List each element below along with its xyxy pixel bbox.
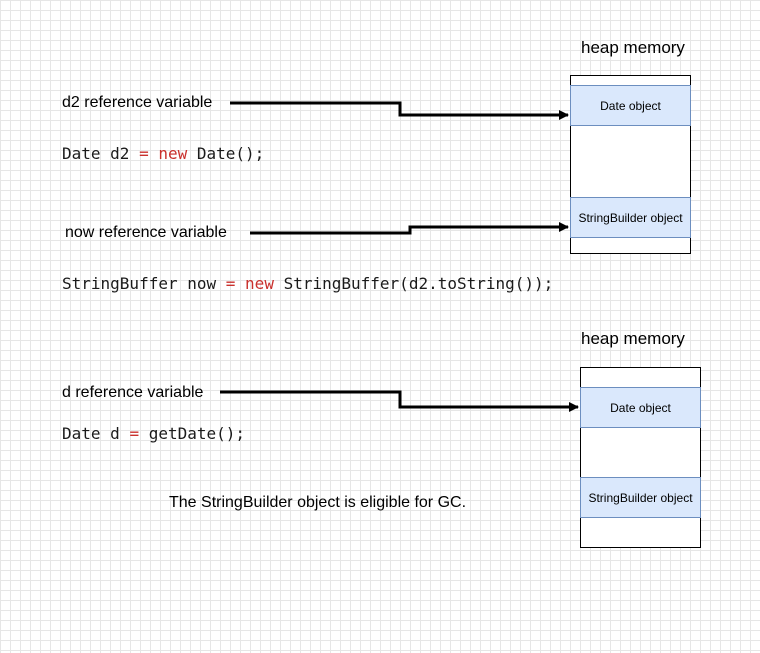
code-keyword: new bbox=[158, 144, 188, 163]
now-to-stringbuilder-arrow bbox=[250, 222, 569, 235]
code-text: Date d2 bbox=[62, 144, 140, 163]
heap-memory-box-2: Date object StringBuilder object bbox=[580, 367, 701, 548]
d-declaration-code: Date d = getDate(); bbox=[62, 424, 245, 444]
code-text: getDate(); bbox=[139, 424, 246, 443]
code-text: StringBuffer now bbox=[62, 274, 226, 293]
code-text: Date d bbox=[62, 424, 130, 443]
heap-cell-date-object-2: Date object bbox=[580, 387, 701, 428]
heap-cell-stringbuilder-object-2: StringBuilder object bbox=[580, 477, 701, 518]
d2-reference-variable-label: d2 reference variable bbox=[62, 94, 213, 111]
d2-to-date-arrow bbox=[230, 101, 569, 120]
now-reference-variable-label: now reference variable bbox=[65, 224, 227, 241]
heap-memory-title-2: heap memory bbox=[581, 329, 685, 348]
heap-memory-box-1: Date object StringBuilder object bbox=[570, 75, 691, 254]
d2-declaration-code: Date d2 = new Date(); bbox=[62, 144, 264, 164]
gc-eligibility-caption: The StringBuilder object is eligible for… bbox=[169, 494, 467, 511]
heap-cell-stringbuilder-object-1: StringBuilder object bbox=[570, 197, 691, 238]
code-text: StringBuffer(d2.toString()); bbox=[273, 274, 554, 293]
code-text: Date(); bbox=[187, 144, 265, 163]
code-operator: = bbox=[139, 144, 149, 163]
now-declaration-code: StringBuffer now = new StringBuffer(d2.t… bbox=[62, 274, 553, 294]
d-to-date-arrow bbox=[220, 390, 579, 412]
code-operator: = bbox=[129, 424, 140, 443]
code-operator: = bbox=[225, 274, 236, 293]
heap-memory-title-1: heap memory bbox=[581, 38, 685, 57]
heap-cell-date-object-1: Date object bbox=[570, 85, 691, 126]
code-keyword: new bbox=[245, 274, 274, 293]
d-reference-variable-label: d reference variable bbox=[62, 384, 204, 401]
